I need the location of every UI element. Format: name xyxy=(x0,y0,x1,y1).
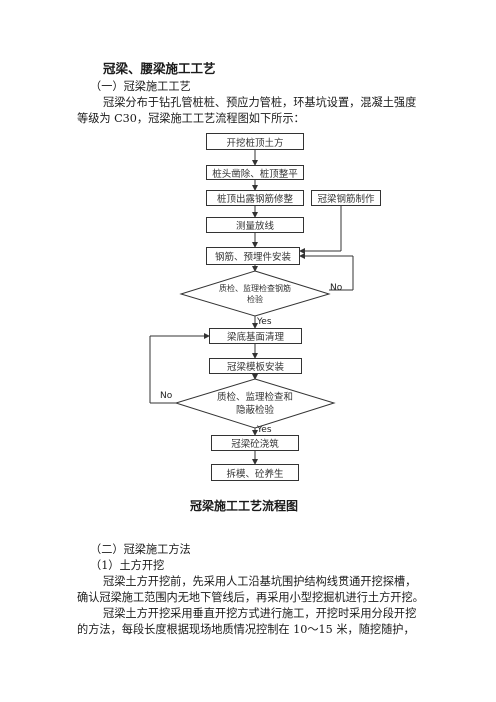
yes-label-2: Yes xyxy=(257,425,272,435)
no-label-2: No xyxy=(160,391,173,401)
flowchart-caption: 冠梁施工工艺流程图 xyxy=(190,499,299,513)
subsection-heading-2: （二）冠梁施工方法 xyxy=(90,543,191,556)
decision-label-rebar-check-line-2: 检验 xyxy=(247,295,263,304)
no-label-1: No xyxy=(330,283,343,293)
step-excavate-pile-top: 开挖桩顶土方 xyxy=(206,133,304,150)
intro-text-line-2: 等级为 C30，冠梁施工工艺流程图如下所示： xyxy=(77,112,305,125)
step-concrete-pouring: 冠梁砼浇筑 xyxy=(211,435,299,451)
decision-label-concealed-check-line-1: 质检、监理检查和 xyxy=(216,392,293,403)
step-base-cleaning: 梁底基面清理 xyxy=(209,328,302,344)
decision-label-concealed-check-line-2: 隐蔽检验 xyxy=(235,405,274,416)
paragraph-1-line-1: 冠梁土方开挖前，先采用人工沿基坑围护结构线贯通开挖探槽， xyxy=(103,575,417,588)
yes-label-1: Yes xyxy=(257,317,272,327)
subsection-heading-2-1: （1）土方开挖 xyxy=(90,559,165,572)
paragraph-2-line-1: 冠梁土方开挖采用垂直开挖方式进行施工，开挖时采用分段开挖 xyxy=(103,607,417,620)
intro-text-line-1: 冠梁分布于钻孔管桩桩、预应力管桩，环基坑设置，混凝土强度 xyxy=(103,96,417,109)
step-rebar-embedded-install: 钢筋、预埋件安装 xyxy=(206,247,300,265)
decision-diamond-rebar-check xyxy=(179,270,331,317)
paragraph-2-line-2: 的方法，每段长度根据现场地质情况控制在 10～15 米，随挖随护， xyxy=(77,623,415,636)
step-pile-head-chiseling: 桩头凿除、桩顶整平 xyxy=(206,165,304,180)
decision-label-rebar-check-line-1: 质检、监理检查钢筋 xyxy=(219,284,291,293)
paragraph-1-line-2: 确认冠梁施工范围内无地下管线后，再采用小型挖掘机进行土方开挖。 xyxy=(77,591,424,604)
step-survey-setout: 测量放线 xyxy=(206,217,304,233)
decision-diamond-concealed-check xyxy=(174,378,336,429)
step-formwork-removal-curing: 拆模、砼养生 xyxy=(211,464,299,481)
subsection-heading-1: （一）冠梁施工工艺 xyxy=(90,80,191,93)
section-heading: 冠梁、腰梁施工工艺 xyxy=(103,61,216,76)
step-rebar-trimming: 桩顶出露钢筋修整 xyxy=(206,190,304,206)
step-formwork-install: 冠梁模板安装 xyxy=(209,358,302,374)
step-cap-beam-rebar-fabrication: 冠梁钢筋制作 xyxy=(311,190,381,206)
